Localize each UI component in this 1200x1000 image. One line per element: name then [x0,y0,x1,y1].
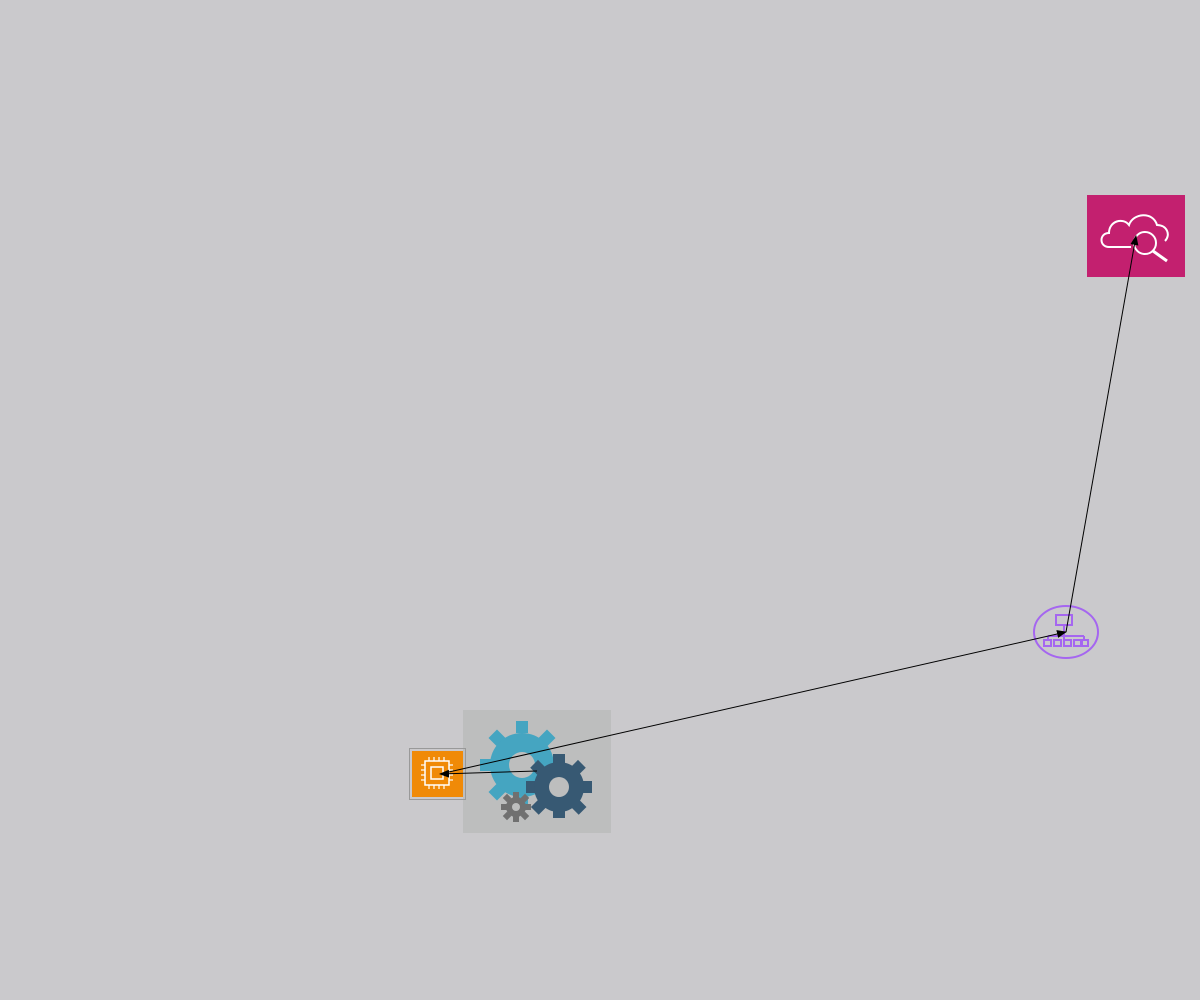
gears-node[interactable] [463,710,611,833]
cloud-search-node[interactable] [1087,195,1185,277]
edge-network-to-cloud-search[interactable] [1065,235,1139,633]
gear-small [501,792,531,822]
network-hierarchy-icon [1033,605,1099,659]
chip-icon [409,748,466,800]
gears-icon [463,710,611,833]
ec2-instance-node[interactable] [409,748,466,800]
network-node[interactable] [1032,604,1100,660]
cloud-search-icon [1087,195,1185,277]
